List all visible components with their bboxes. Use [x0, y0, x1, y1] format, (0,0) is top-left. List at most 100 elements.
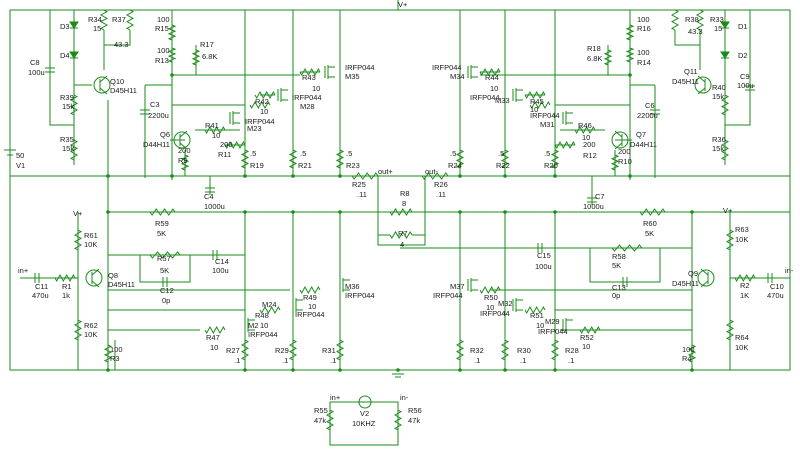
resistor	[69, 94, 79, 116]
label-c9v: 100u	[737, 81, 754, 90]
label-r64: R64	[735, 333, 749, 342]
transistor-emitter	[700, 280, 709, 288]
vplus-left-label: V+	[73, 209, 83, 218]
label-r20: R20	[544, 161, 558, 170]
resistor	[335, 339, 345, 361]
label-c12v: 0p	[162, 296, 170, 305]
transistor-body	[85, 269, 103, 287]
resistor	[204, 325, 226, 335]
label-r42v: 10	[260, 107, 268, 116]
label-d4: D4	[60, 51, 70, 60]
label-m33: M33	[495, 96, 510, 105]
resistor	[479, 67, 501, 77]
label-r51: R51	[530, 311, 544, 320]
label-m32v: IRFP044	[480, 309, 510, 318]
resistor	[579, 325, 601, 335]
label-r41: R41	[205, 121, 219, 130]
label-r8v: 8	[402, 199, 406, 208]
resistor	[574, 125, 596, 135]
resistor	[167, 24, 177, 41]
label-m34v: IRFP044	[432, 63, 462, 72]
junction-dot	[243, 368, 247, 372]
label-m29: M29	[545, 317, 560, 326]
resistor	[73, 229, 83, 251]
label-r49v: 10	[308, 302, 316, 311]
resistor	[191, 49, 201, 66]
label-r48: R48	[255, 311, 269, 320]
label-q8v: D45H11	[108, 280, 135, 289]
label-r32v: .1	[474, 356, 480, 365]
label-r50: R50	[484, 293, 498, 302]
resistor	[670, 9, 680, 31]
label-q9v: D45H11	[672, 279, 699, 288]
resistor	[149, 208, 176, 216]
label-r18: R18	[587, 44, 601, 53]
label-r25v: .11	[357, 190, 367, 199]
label-m23: M23	[247, 124, 262, 133]
label-c3: C3	[150, 100, 160, 109]
label-r29: R29	[275, 346, 289, 355]
label-r11v: 200	[220, 140, 233, 149]
resistor	[550, 339, 560, 361]
label-r27v: .1	[234, 356, 240, 365]
label-r62: R62	[84, 321, 98, 330]
resistor	[455, 149, 465, 169]
label-c10v: 470u	[767, 291, 784, 300]
label-c13: C13	[612, 283, 626, 292]
label-c15v: 100u	[535, 262, 552, 271]
label-m36v: IRFP044	[345, 291, 375, 300]
label-r22: R22	[496, 161, 510, 170]
resistor	[180, 154, 190, 171]
label-m35v: IRFP044	[345, 63, 375, 72]
label-q11: Q11	[684, 67, 698, 76]
resistor	[167, 47, 177, 63]
junction-dot	[170, 73, 174, 77]
resistor	[524, 90, 546, 100]
label-r12: R12	[583, 151, 597, 160]
label-r50v: 10	[486, 303, 494, 312]
label-r21: R21	[298, 161, 312, 170]
label-m28: M28	[300, 102, 315, 111]
supply-value: 50	[16, 151, 24, 160]
resistor	[554, 140, 576, 150]
label-r49: R49	[303, 293, 317, 302]
resistor	[325, 409, 335, 431]
junction-dot	[458, 174, 462, 178]
net-in-plus-bottom: in+	[330, 393, 341, 402]
resistor	[725, 319, 735, 341]
transistor-collector	[91, 268, 100, 276]
transistor-body	[697, 269, 715, 287]
resistor	[734, 273, 756, 283]
label-m34: M34	[450, 72, 465, 81]
label-d3: D3	[60, 22, 70, 31]
resistor	[625, 24, 635, 41]
transistor-collector	[179, 130, 188, 138]
resistor	[103, 344, 113, 363]
junction-dot	[243, 210, 247, 214]
label-r18v: 6.8K	[587, 54, 602, 63]
label-c3v: 2200u	[148, 111, 169, 120]
resistor	[299, 285, 321, 295]
junction-dot	[458, 368, 462, 372]
label-r55: R55	[314, 406, 328, 415]
label-r55v: 47k	[314, 416, 326, 425]
label-r15: R15	[155, 24, 169, 33]
wire	[9, 10, 791, 371]
diode	[720, 51, 730, 59]
label-r39: R39	[60, 93, 74, 102]
supply-name: V1	[16, 161, 25, 170]
label-c6v: 2200u	[637, 111, 658, 120]
resistor	[479, 285, 501, 295]
junction-dot	[338, 368, 342, 372]
label-r34v: 15	[93, 24, 101, 33]
label-m2: M2	[248, 321, 258, 330]
junction-dot	[106, 368, 110, 372]
label-r16v: 100	[637, 15, 650, 24]
label-r64v: 10K	[735, 343, 748, 352]
label-m33v: IRFP044	[470, 93, 500, 102]
label-r33v: 15	[714, 24, 722, 33]
label-r37v: 43.3	[114, 40, 129, 49]
label-m23v: IRFP044	[245, 117, 275, 126]
label-r27: R27	[226, 346, 240, 355]
